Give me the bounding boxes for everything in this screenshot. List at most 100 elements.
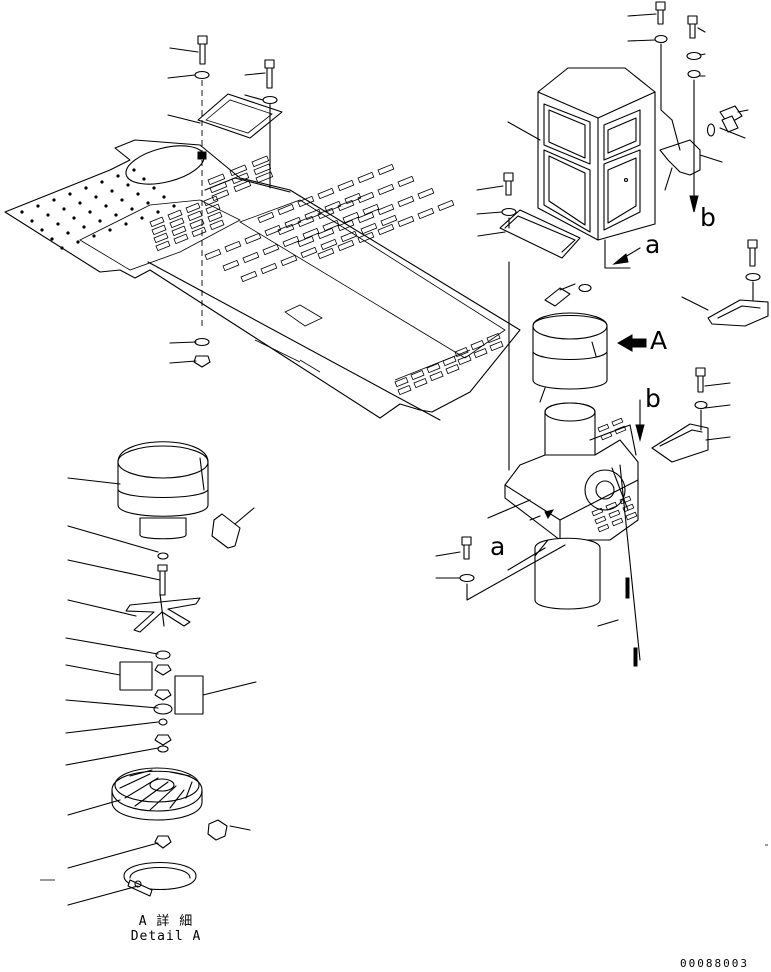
mount-hole [162, 195, 166, 199]
vent-slot [222, 259, 240, 272]
mount-hole [40, 228, 44, 232]
mount-hole [94, 195, 98, 199]
vent-slot [205, 203, 221, 215]
mount-hole [120, 198, 124, 202]
mount-hole [62, 207, 66, 211]
mount-hole [142, 177, 146, 181]
vent-slot [322, 219, 340, 232]
vent-slot [171, 225, 187, 237]
vent-slot [413, 377, 428, 389]
blower-mount-bolt [459, 509, 566, 601]
vent-slot [255, 171, 274, 184]
vent-slot [360, 222, 378, 235]
vent-slot [437, 199, 455, 212]
ref-label-b-lower: b [645, 384, 661, 413]
mount-hole [50, 237, 54, 241]
blower-unit [504, 312, 639, 610]
vent-slot [397, 195, 415, 208]
cover-mount-plate [499, 172, 631, 471]
inspection-cover [197, 93, 283, 139]
mount-hole [140, 216, 144, 220]
vent-slot [608, 509, 621, 519]
vent-slot [297, 235, 315, 248]
vent-slot [622, 503, 635, 513]
vent-slot [337, 179, 355, 192]
vent-slot [203, 195, 219, 207]
vent-slot [429, 370, 444, 382]
mount-hole [72, 216, 76, 220]
vent-slot [445, 363, 460, 375]
vent-slot [297, 215, 315, 228]
ref-arrow-a [612, 247, 641, 265]
vent-slot [473, 347, 488, 359]
vent-slot [244, 232, 262, 245]
vent-slot [340, 230, 358, 243]
mount-hole [124, 222, 128, 226]
vent-slot [211, 189, 230, 202]
vent-slot [377, 183, 395, 196]
vent-slot [231, 172, 250, 185]
vent-slot [342, 211, 360, 224]
vent-slot [619, 495, 632, 505]
leader-lines [40, 13, 768, 906]
vent-slot [233, 180, 252, 193]
vent-slot [280, 254, 298, 267]
drawing-code: 00088003 [680, 957, 749, 970]
vent-slot [149, 216, 165, 228]
mount-hole [136, 192, 140, 196]
vent-slot [229, 164, 248, 177]
vent-slot [611, 417, 624, 427]
vent-slot [397, 384, 412, 396]
vent-slot [207, 211, 223, 223]
vent-slot [625, 511, 638, 521]
mount-hole [20, 210, 24, 214]
mount-hole [46, 213, 50, 217]
vent-slot [240, 270, 258, 283]
vent-slot [357, 211, 375, 224]
vent-slot [457, 354, 472, 366]
blower-vent-slots [591, 417, 638, 533]
vent-slot [151, 224, 167, 236]
mount-hole [56, 222, 60, 226]
mount-hole [88, 210, 92, 214]
vent-slot [417, 187, 435, 200]
mount-hole [130, 207, 134, 211]
vent-slot [264, 224, 282, 237]
mount-hole [146, 201, 150, 205]
floor-bolts [193, 35, 278, 368]
vent-slot [357, 191, 375, 204]
vent-slot [597, 523, 610, 533]
vent-slot [344, 192, 362, 205]
vent-slot [191, 226, 207, 238]
vent-slot [302, 227, 320, 240]
vent-slot [155, 240, 171, 252]
vent-slot [324, 200, 342, 213]
vent-slot [317, 207, 335, 220]
ref-label-a-lower: a [490, 532, 506, 561]
vent-slot [304, 208, 322, 221]
mount-hole [52, 198, 56, 202]
vent-slot [153, 232, 169, 244]
vent-slot [297, 195, 315, 208]
vent-slot [277, 223, 295, 236]
vent-slot [591, 507, 604, 517]
vent-slot [337, 219, 355, 232]
mount-hole [172, 204, 176, 208]
vent-slot [337, 199, 355, 212]
vent-slot [317, 247, 335, 260]
vent-slot [611, 517, 624, 527]
vent-slot [320, 238, 338, 251]
mount-hole [78, 201, 82, 205]
detail-title-en: Detail A [130, 929, 202, 944]
vent-slot [277, 203, 295, 216]
mount-hole [36, 204, 40, 208]
vent-slot [410, 369, 425, 381]
vent-slot [357, 231, 375, 244]
view-arrow-label: A [650, 326, 668, 355]
vent-slot [251, 155, 270, 168]
mount-hole [132, 168, 136, 172]
mount-hole [114, 213, 118, 217]
mount-hole [92, 234, 96, 238]
mount-hole [100, 180, 104, 184]
